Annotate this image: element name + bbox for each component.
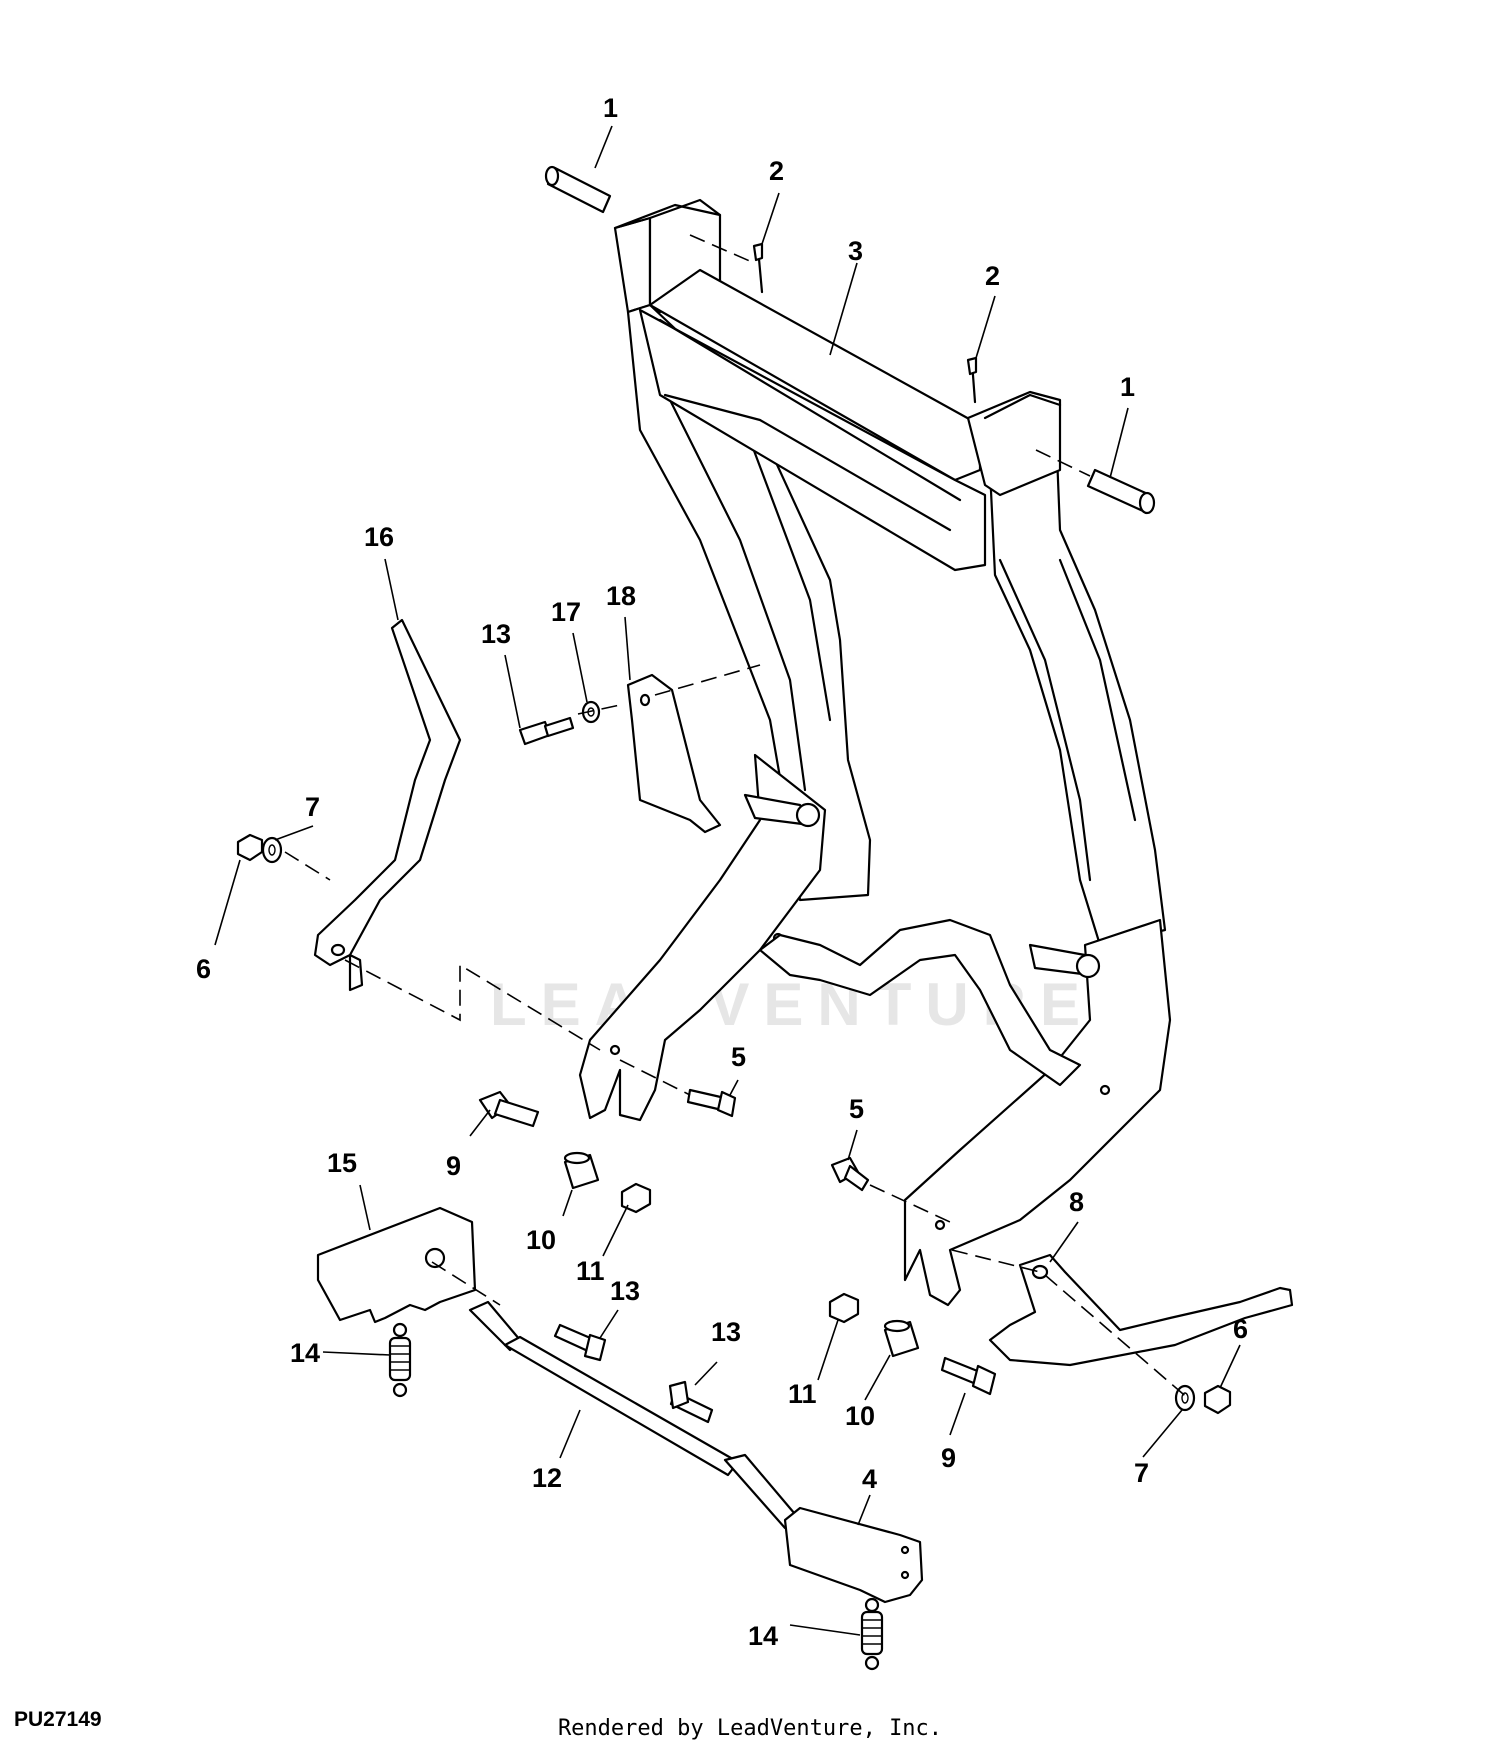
callout-10-right: 10 (845, 1401, 875, 1431)
callout-11-right: 11 (788, 1379, 817, 1409)
callout-15: 15 (327, 1148, 357, 1178)
cotter-pin-left (752, 242, 764, 294)
callout-2-left: 2 (769, 156, 784, 186)
callout-12: 12 (532, 1463, 562, 1493)
callout-13-lower: 13 (711, 1317, 741, 1347)
callout-6-right: 6 (1233, 1314, 1248, 1344)
assembly-lines (284, 234, 1191, 1401)
bushing-10-left (563, 1151, 600, 1190)
callout-labels: 1 2 3 2 1 16 13 17 18 7 6 5 9 5 15 10 11… (196, 93, 1248, 1651)
callout-5-right: 5 (849, 1094, 864, 1124)
callout-13-middle: 13 (610, 1276, 640, 1306)
bolt-9-right (940, 1356, 997, 1396)
callout-8: 8 (1069, 1187, 1084, 1217)
callout-2-right: 2 (985, 261, 1000, 291)
callout-1-left: 1 (603, 93, 618, 123)
callout-9-left: 9 (446, 1151, 461, 1181)
bolt-13-top (518, 716, 575, 746)
callout-7-right: 7 (1134, 1458, 1149, 1488)
bracket-15 (316, 1206, 477, 1324)
spring-14-upper (388, 1322, 412, 1398)
render-credit: Rendered by LeadVenture, Inc. (557, 1716, 943, 1741)
lever-right (988, 1253, 1294, 1367)
callout-5-left: 5 (731, 1042, 746, 1072)
figure-id-label: PU27149 (14, 1708, 102, 1731)
nut-11-left (620, 1182, 652, 1214)
callout-18: 18 (606, 581, 636, 611)
callout-17: 17 (551, 597, 581, 627)
callout-3: 3 (848, 236, 863, 266)
callout-11-left: 11 (576, 1256, 605, 1286)
pin-right (1086, 468, 1156, 515)
callout-13-top: 13 (481, 619, 511, 649)
nut-11-right (828, 1292, 860, 1324)
callout-9-right: 9 (941, 1443, 956, 1473)
bolt-13-middle (553, 1323, 607, 1362)
lever-left (313, 618, 462, 992)
bolt-9-left (478, 1090, 540, 1128)
bracket-18 (626, 673, 722, 834)
bolt-13-lower (668, 1380, 714, 1424)
pin-left (544, 165, 612, 214)
callout-4: 4 (862, 1464, 877, 1494)
bracket-4 (783, 1506, 924, 1604)
nut-6-right (1203, 1384, 1232, 1415)
callout-14-lower: 14 (748, 1621, 778, 1651)
callout-1-right: 1 (1120, 372, 1135, 402)
callout-14-upper: 14 (290, 1338, 320, 1368)
bolt-5-left (686, 1088, 737, 1118)
callout-7-left: 7 (305, 792, 320, 822)
washer-7-left (261, 836, 283, 864)
spring-14-lower (860, 1597, 884, 1671)
link-rod-12 (468, 1300, 802, 1530)
bushing-10-right (883, 1319, 920, 1358)
lift-frame (578, 198, 1172, 1307)
bolt-5-right (830, 1156, 870, 1192)
callout-6-left: 6 (196, 954, 211, 984)
callout-10-left: 10 (526, 1225, 556, 1255)
nut-6-left (236, 833, 264, 862)
cotter-pin-right (966, 356, 978, 404)
callout-16: 16 (364, 522, 394, 552)
leader-lines (214, 125, 1241, 1636)
